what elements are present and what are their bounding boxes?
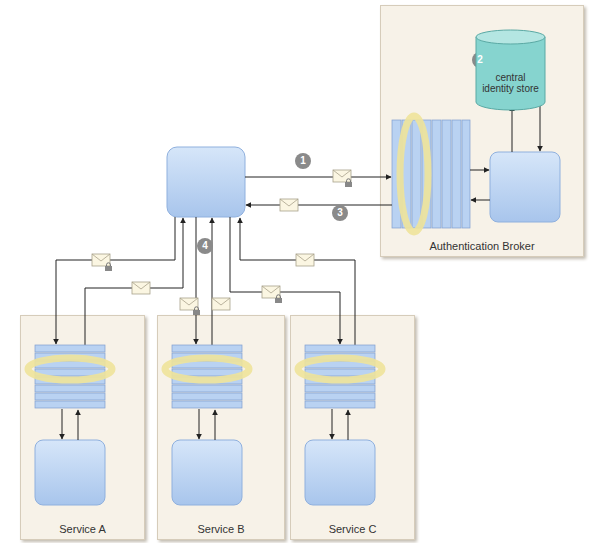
callout-number: 1 <box>295 153 311 169</box>
broker-container: Authentication Broker central identity st… <box>380 5 584 257</box>
consumer-box <box>167 147 245 217</box>
store-label: central identity store <box>479 72 542 94</box>
service-container: Service A <box>20 315 145 540</box>
service-container: Service B <box>157 315 285 540</box>
container-label: Service C <box>291 523 414 535</box>
service-container: Service C <box>290 315 415 540</box>
callout-number: 3 <box>332 205 348 221</box>
callout-number: 4 <box>197 238 213 254</box>
container-label: Service A <box>21 523 144 535</box>
container-label: Service B <box>158 523 284 535</box>
cylinder-outline <box>475 29 546 111</box>
container-label: Authentication Broker <box>381 240 583 252</box>
message-envelopes <box>92 170 352 315</box>
identity-store-cylinder: central identity store <box>475 29 546 111</box>
callout-number: 2 <box>472 52 488 68</box>
